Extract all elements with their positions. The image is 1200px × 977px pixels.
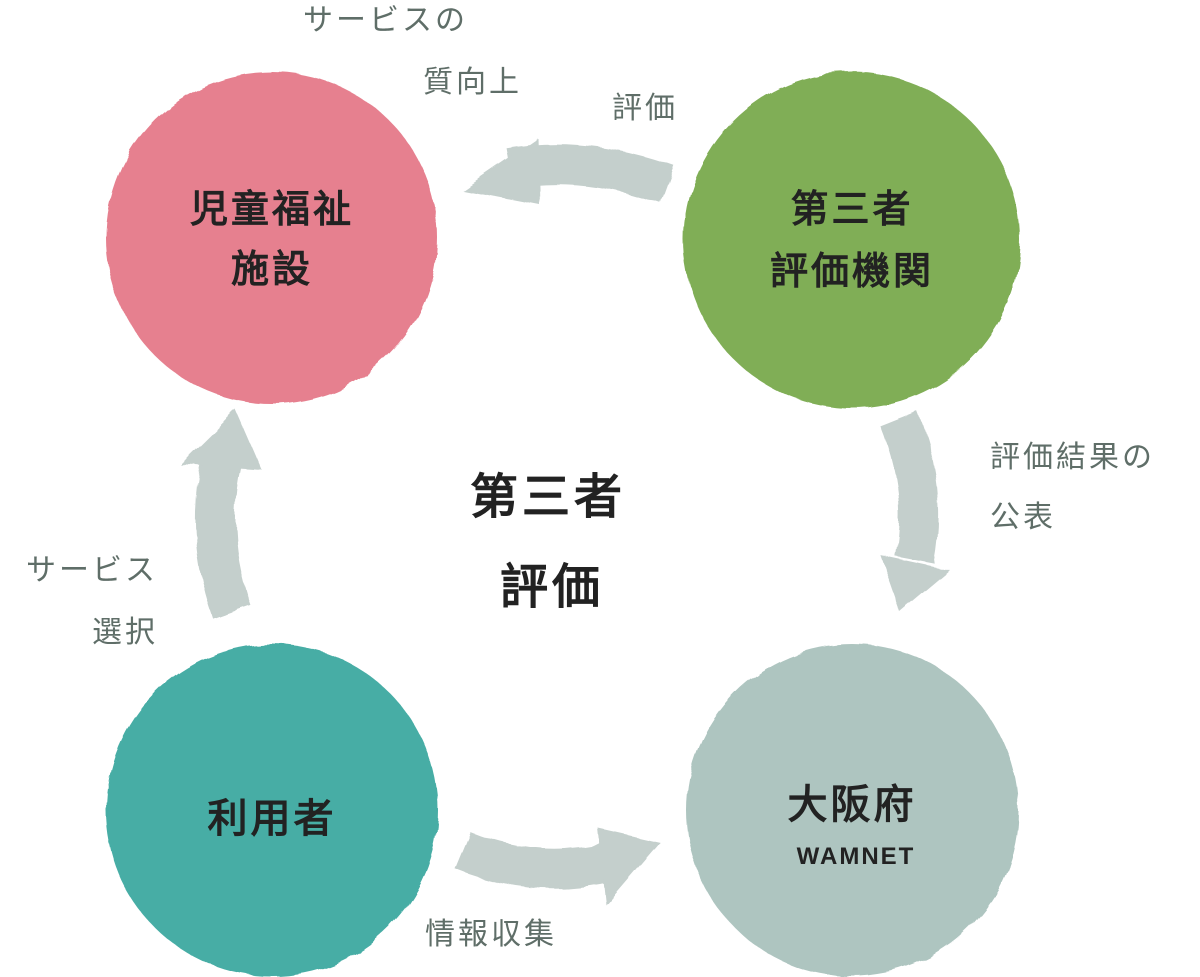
edge-label-evaluation: 評価 bbox=[612, 91, 678, 126]
node-label-osaka: 大阪府 bbox=[788, 782, 917, 828]
node-label-facility-line2: 施設 bbox=[231, 247, 313, 291]
node-circle-osaka bbox=[686, 644, 1018, 976]
node-circle-evaluator bbox=[684, 72, 1020, 408]
edge-label-publication-line1: 評価結果の bbox=[990, 440, 1155, 475]
arrow-users-to-osaka bbox=[454, 828, 660, 905]
arrow-users-to-facility bbox=[180, 410, 262, 619]
node-childcare-facility: 児童福祉 施設 bbox=[106, 72, 438, 404]
node-circle-facility bbox=[106, 72, 438, 404]
node-label-evaluator-line1: 第三者 bbox=[790, 187, 913, 231]
node-osaka-wamnet: 大阪府 WAMNET bbox=[686, 644, 1018, 976]
center-label-line1: 第三者 bbox=[470, 469, 626, 525]
edge-label-service-selection-line2: 選択 bbox=[92, 615, 158, 650]
edge-label-publication-line2: 公表 bbox=[990, 500, 1056, 535]
edge-label-service-quality-line1: サービスの bbox=[303, 3, 468, 38]
edge-label-service-quality-line2: 質向上 bbox=[423, 65, 522, 100]
node-label-evaluator-line2: 評価機関 bbox=[770, 249, 934, 293]
arrow-evaluator-to-osaka bbox=[880, 412, 950, 612]
center-label-line2: 評価 bbox=[500, 559, 604, 615]
node-users: 利用者 bbox=[106, 644, 438, 976]
arrow-evaluator-to-facility bbox=[462, 138, 675, 205]
edge-label-info-collection: 情報収集 bbox=[425, 917, 557, 952]
node-label-users: 利用者 bbox=[208, 796, 337, 842]
node-circle-users bbox=[106, 644, 438, 976]
node-third-party-evaluator: 第三者 評価機関 bbox=[684, 72, 1020, 408]
edge-label-service-selection-line1: サービス bbox=[26, 553, 158, 588]
node-label-wamnet: WAMNET bbox=[797, 843, 916, 870]
node-label-facility-line1: 児童福祉 bbox=[190, 187, 354, 231]
